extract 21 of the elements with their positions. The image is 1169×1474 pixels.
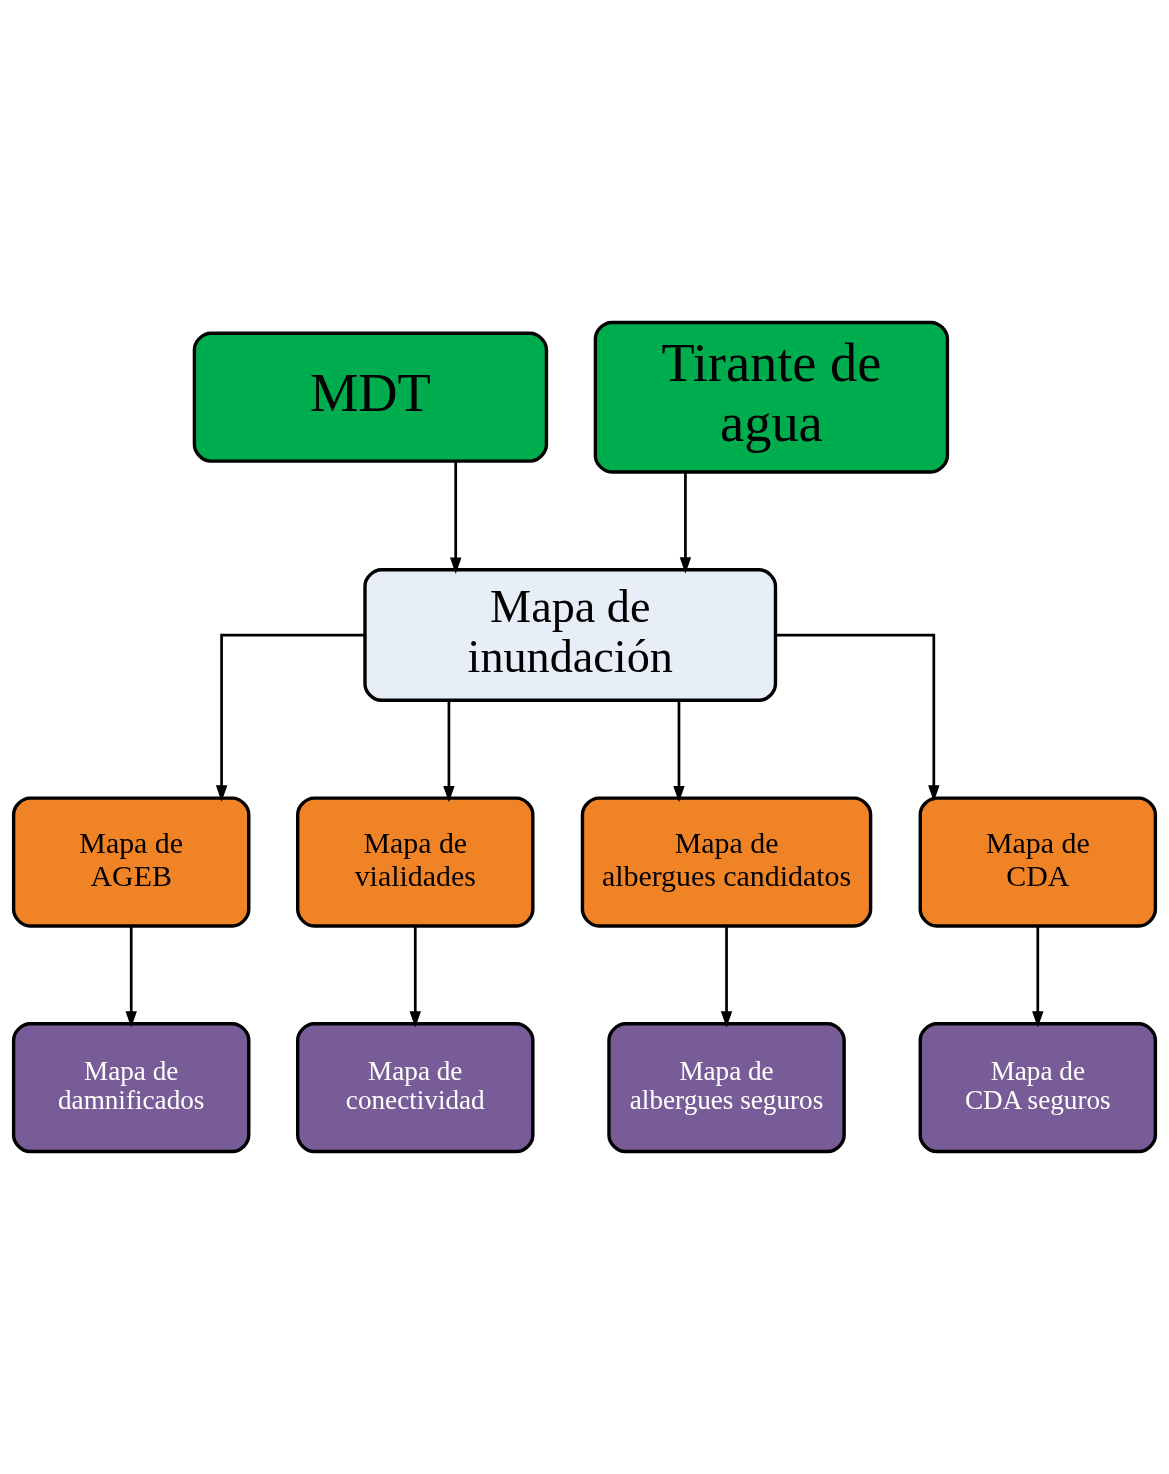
node-box: Mapa de vialidades	[296, 796, 535, 928]
node-box: Mapa de albergues candidatos	[580, 796, 873, 928]
arrow	[443, 700, 455, 803]
arrow	[720, 926, 733, 1028]
arrow	[775, 633, 940, 802]
arrow	[450, 461, 462, 574]
arrow	[215, 633, 365, 802]
arrow	[409, 926, 421, 1028]
arrow	[679, 472, 692, 574]
arrow	[1032, 926, 1044, 1028]
node-box: Tirante de agua	[593, 320, 950, 474]
node-box: Mapa de albergues seguros	[607, 1022, 846, 1154]
node-box: Mapa de AGEB	[11, 796, 251, 928]
node-box: Mapa de conectividad	[296, 1022, 535, 1154]
node-box: Mapa de CDA seguros	[918, 1022, 1158, 1154]
node-box: Mapa de damnificados	[11, 1022, 251, 1154]
node-box: Mapa de CDA	[918, 796, 1158, 928]
arrow	[125, 926, 137, 1028]
node-box: Mapa de inundación	[363, 568, 778, 702]
arrow	[673, 700, 685, 803]
node-box: MDT	[192, 331, 549, 463]
